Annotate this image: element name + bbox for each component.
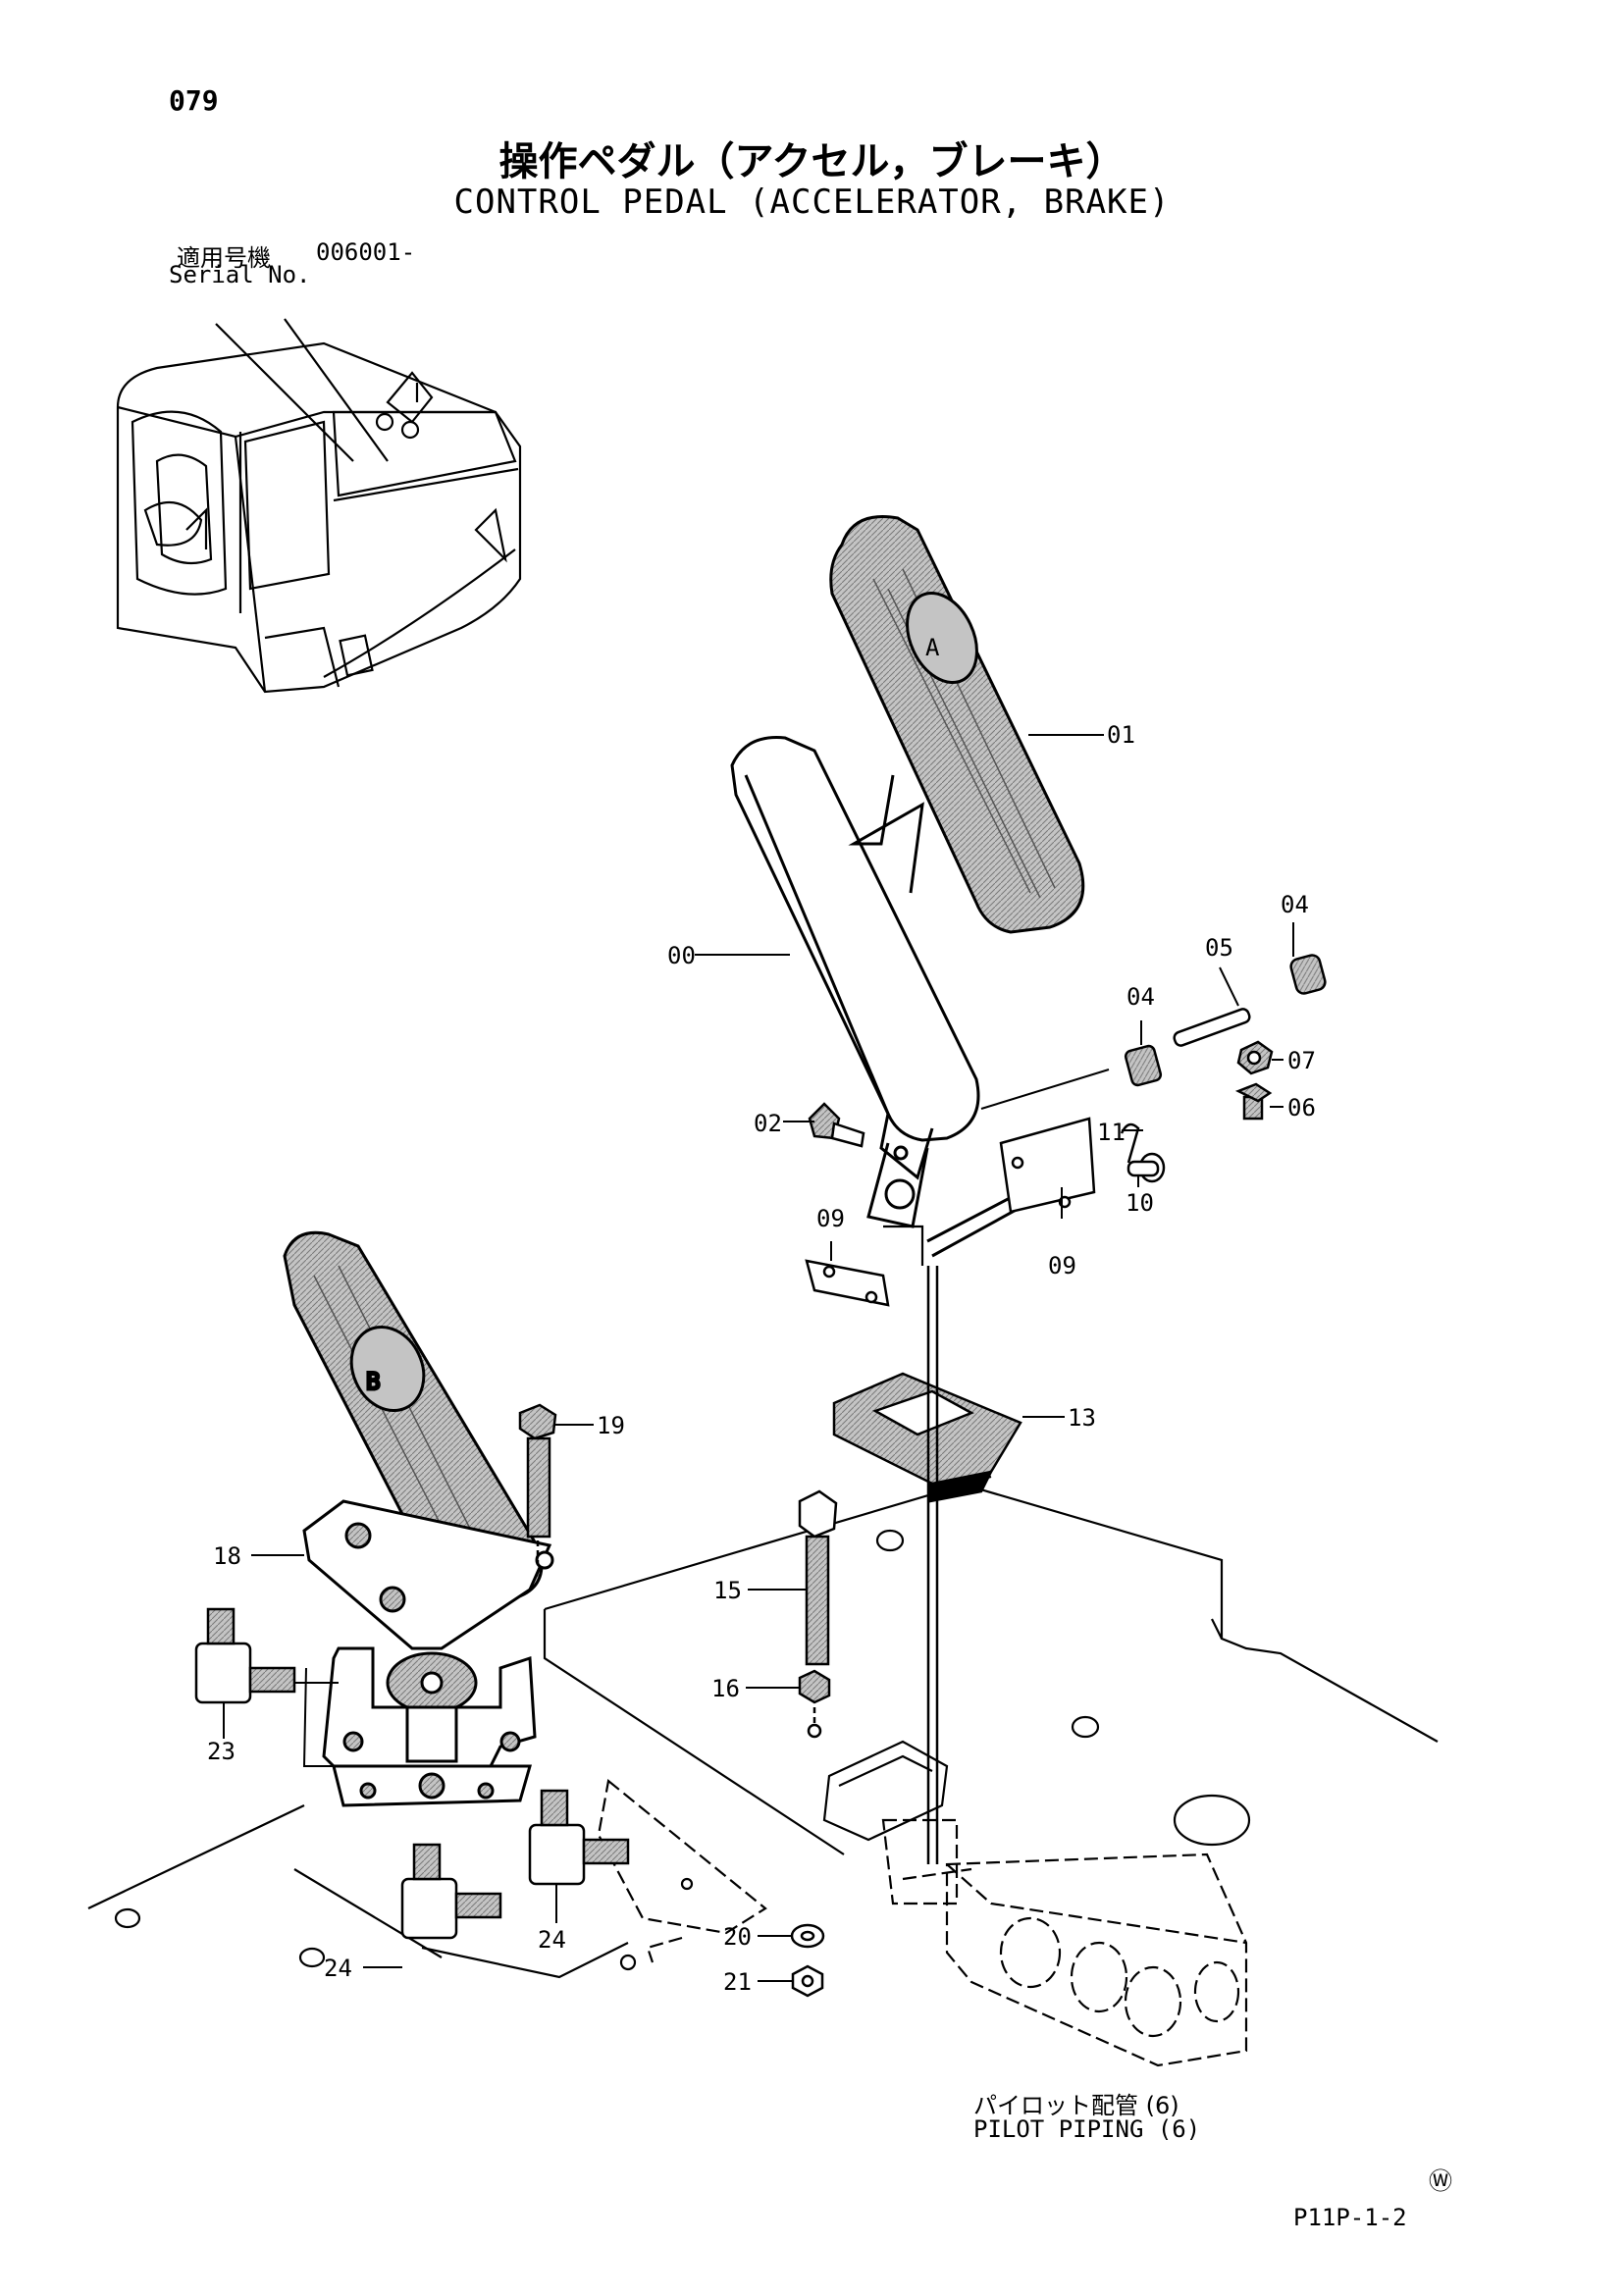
callout-11: 11 [1097, 1119, 1126, 1146]
pilot-piping-note-japanese: パイロット配管 (6) [973, 2092, 1179, 2119]
elbow-fittings [194, 1607, 630, 1940]
boot-cover [832, 1266, 1022, 1864]
accelerator-pedal-mark: A [925, 634, 940, 661]
callout-09-right: 09 [1048, 1252, 1076, 1279]
diagram-code: P11P-1-2 [1293, 2204, 1407, 2231]
pedal-base [730, 736, 1110, 1266]
callout-labels: 01 00 02 04 05 04 07 06 11 10 09 09 13 1… [207, 721, 1316, 1996]
callout-15: 15 [713, 1577, 742, 1604]
accelerator-pedal: A [829, 515, 1085, 934]
page-number: 079 [169, 84, 219, 117]
callout-18: 18 [213, 1542, 241, 1570]
floor-plate [87, 1475, 1439, 1979]
callout-05: 05 [1205, 934, 1233, 962]
bolt-19 [518, 1403, 557, 1565]
callout-01: 01 [1107, 721, 1135, 749]
callout-04-left: 04 [1126, 983, 1155, 1011]
callout-21: 21 [723, 1968, 752, 1996]
callout-06: 06 [1287, 1094, 1316, 1122]
callout-20: 20 [723, 1923, 752, 1951]
pilot-piping-note-english: PILOT PIPING (6) [973, 2115, 1201, 2143]
washer-and-nut [790, 1923, 825, 1998]
brake-pedal-mark: B [366, 1368, 380, 1395]
callout-00: 00 [667, 942, 696, 969]
pilot-valve [881, 1818, 1248, 2067]
excavator-cab-locator-icon [116, 318, 522, 694]
serial-label-english: Serial No. [169, 261, 311, 288]
callout-24-left: 24 [324, 1955, 352, 1982]
callout-16: 16 [711, 1675, 740, 1702]
brake-pedal-assembly: B [283, 1230, 554, 1807]
callout-23: 23 [207, 1738, 236, 1765]
callout-07: 07 [1287, 1047, 1316, 1074]
serial-label-japanese: 適用号機 [177, 244, 271, 272]
leader-lines [223, 734, 1294, 1982]
page-title-english: CONTROL PEDAL (ACCELERATOR, BRAKE) [453, 183, 1171, 222]
callout-10: 10 [1126, 1189, 1154, 1217]
callout-13: 13 [1068, 1404, 1096, 1432]
callout-19: 19 [597, 1412, 625, 1439]
callout-09-left: 09 [816, 1205, 845, 1232]
callout-04-right: 04 [1281, 891, 1309, 918]
serial-number: 006001- [316, 238, 416, 266]
callout-24-right: 24 [538, 1926, 566, 1954]
page-title-japanese: 操作ペダル（アクセル，ブレーキ） [498, 139, 1126, 184]
w-mark-icon: Ⓦ [1429, 2167, 1452, 2195]
bolt-and-nut [798, 1489, 838, 1739]
callout-02: 02 [754, 1110, 782, 1137]
